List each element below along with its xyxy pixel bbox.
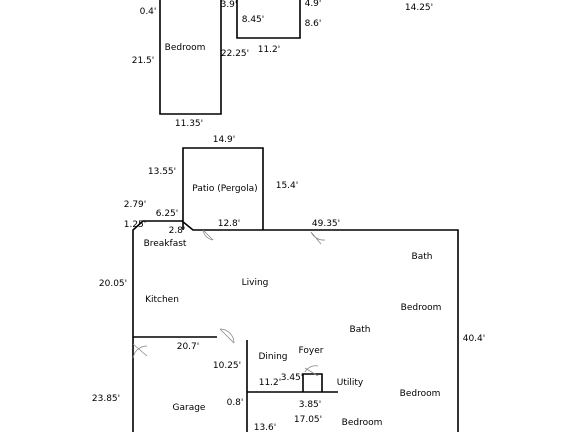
room-bedroom-upper: Bedroom (165, 43, 206, 53)
dim-6-25: 6.25' (156, 209, 179, 219)
dim-20-05: 20.05' (99, 279, 127, 289)
dim-40-4: 40.4' (463, 334, 486, 344)
dim-1-25: 1.25' (124, 220, 147, 230)
dim-49-35: 49.35' (312, 219, 340, 229)
dim-2-79: 2.79' (124, 200, 147, 210)
room-living: Living (242, 278, 269, 288)
dim-8-6: 8.6' (305, 19, 322, 29)
foyer-closet (302, 373, 323, 392)
dim-3-85: 3.85' (299, 400, 322, 410)
dim-4-9: 4.9' (305, 0, 322, 9)
dim-8-45: 8.45' (242, 15, 265, 25)
dim-3-9: 3.9' (221, 0, 238, 10)
dim-11-2-top: 11.2' (258, 45, 281, 55)
doors (132, 229, 326, 377)
room-bath-2: Bath (350, 325, 371, 335)
room-kitchen: Kitchen (145, 295, 179, 305)
door-foyer (304, 365, 319, 377)
room-labels: Bedroom Patio (Pergola) Breakfast Living… (144, 43, 442, 428)
room-bath-1: Bath (412, 252, 433, 262)
dim-22-25: 22.25' (221, 49, 249, 59)
room-bedroom-2: Bedroom (400, 389, 441, 399)
door-living (310, 231, 326, 245)
door-garage (132, 343, 148, 359)
dim-13-55: 13.55' (148, 167, 176, 177)
room-patio: Patio (Pergola) (192, 184, 257, 194)
dim-20-7: 20.7' (177, 342, 200, 352)
dim-0-8: 0.8' (227, 398, 244, 408)
dim-13-6: 13.6' (254, 423, 277, 432)
upper-closet-outline (236, 0, 301, 39)
dim-2-8: 2.8' (169, 226, 186, 236)
door-kitchen (219, 328, 235, 344)
dim-12-8: 12.8' (218, 219, 241, 229)
dim-11-2-mid: 11.2' (259, 378, 282, 388)
room-foyer: Foyer (299, 346, 324, 356)
dim-0-4: 0.4' (140, 7, 157, 17)
dim-14-25: 14.25' (405, 3, 433, 13)
dim-15-4: 15.4' (276, 181, 299, 191)
patio-outline (182, 147, 264, 230)
house-outline (132, 220, 459, 432)
dim-3-45: 3.45' (281, 373, 304, 383)
dim-21-5: 21.5' (132, 56, 155, 66)
dim-17-05: 17.05' (294, 415, 322, 425)
dim-23-85: 23.85' (92, 394, 120, 404)
door-breakfast (202, 229, 214, 241)
room-utility: Utility (337, 378, 364, 388)
dim-10-25: 10.25' (213, 361, 241, 371)
room-dining: Dining (258, 352, 287, 362)
room-breakfast: Breakfast (144, 239, 187, 249)
walls (132, 0, 459, 432)
dim-11-35: 11.35' (175, 119, 203, 129)
room-bedroom-1: Bedroom (401, 303, 442, 313)
room-garage: Garage (173, 403, 206, 413)
dimension-labels: 0.4' 3.9' 4.9' 8.45' 8.6' 14.25' 21.5' 2… (92, 0, 485, 432)
upper-bedroom-outline (159, 0, 222, 115)
dim-14-9: 14.9' (213, 135, 236, 145)
room-bedroom-3: Bedroom (342, 418, 383, 428)
